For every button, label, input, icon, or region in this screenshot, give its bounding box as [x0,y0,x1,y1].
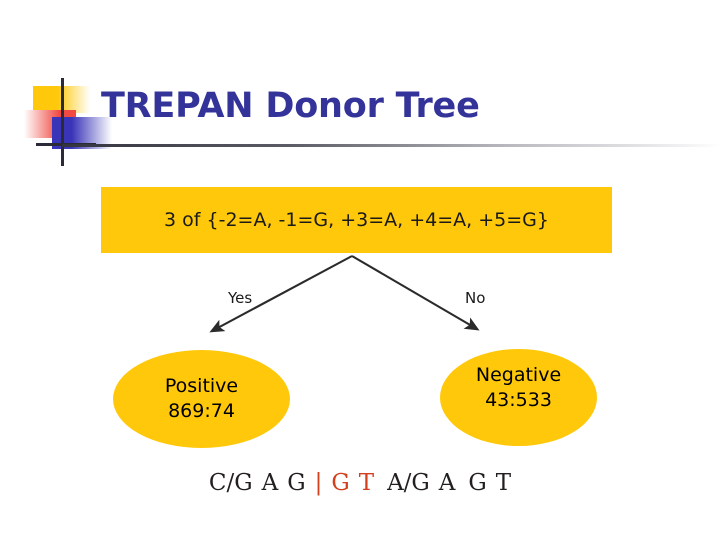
tree-root-label: 3 of {-2=A, -1=G, +3=A, +4=A, +5=G} [164,209,549,231]
tree-leaf-negative-counts: 43:533 [485,388,552,411]
decorative-logo-mark [20,74,140,169]
tree-leaf-negative-title: Negative [475,363,562,386]
tree-leaf-positive-counts: 869:74 [168,400,235,422]
sequence-token: T [495,470,512,496]
sequence-token: G [331,470,350,496]
sequence-token: A [438,470,456,496]
page-title: TREPAN Donor Tree [101,86,480,126]
sequence-token: C/G [208,470,253,496]
sequence-token: A/G [387,470,430,496]
tree-leaf-positive-title: Positive [164,375,239,397]
logo-vertical-line [61,78,64,166]
title-divider [62,144,720,147]
tree-leaf-negative-content: Negative 43:533 [476,363,561,413]
tree-edge-label-no: No [465,289,486,307]
tree-edge-no-arrow [351,255,480,331]
sequence-token: G [468,470,487,496]
tree-leaf-negative[interactable]: Negative 43:533 [440,349,597,446]
sequence-token: A [261,470,279,496]
tree-leaf-positive-content: Positive 869:74 [165,374,238,424]
tree-edge-label-yes: Yes [228,289,253,307]
tree-root-node[interactable]: 3 of {-2=A, -1=G, +3=A, +4=A, +5=G} [101,187,612,253]
sequence-token: | [314,470,323,496]
sequence-token: G [287,470,306,496]
sequence-token: T [358,470,375,496]
tree-leaf-positive[interactable]: Positive 869:74 [113,350,290,448]
